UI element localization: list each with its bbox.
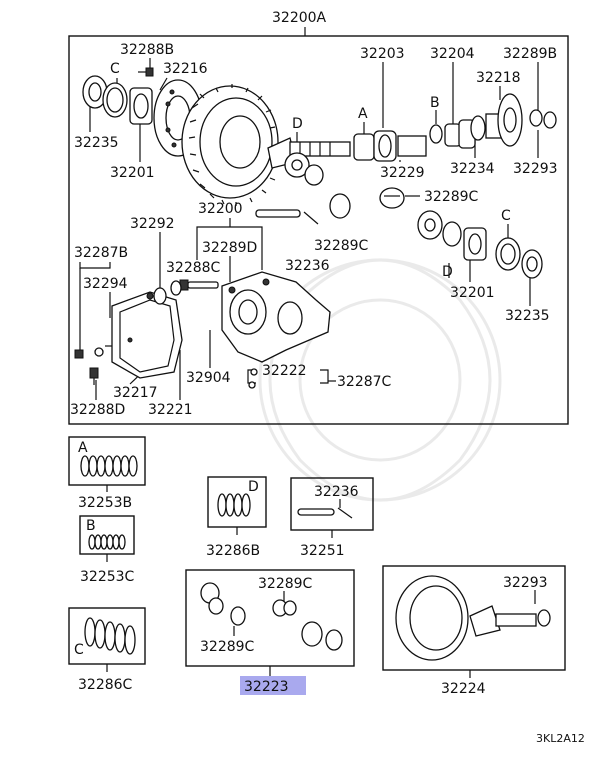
washer-d-right [442, 221, 462, 247]
kit-32286C: C 32286C [68, 607, 146, 693]
kit-32286B: D 32286B [206, 476, 267, 559]
label-32289C-1: 32289C [424, 189, 479, 205]
kit-32251: 32236 32251 [290, 477, 374, 559]
pinion-shaft-32236 [255, 209, 319, 225]
label-32288C: 32288C [166, 260, 221, 276]
main-assembly-box [68, 35, 569, 425]
washer-32294 [94, 347, 104, 357]
label-32235-left: 32235 [74, 135, 119, 151]
label-32229: 32229 [380, 165, 425, 181]
letter-b-top: B [430, 95, 440, 111]
label-32294: 32294 [83, 276, 128, 292]
label-32287B: 32287B [74, 245, 128, 261]
plug-32904 [170, 280, 182, 296]
kit-32223-inner-top: 32289C [258, 576, 313, 592]
kit-32223: 32289C 32289C 32223 [185, 569, 355, 695]
kit-32286C-letter: C [74, 642, 84, 658]
label-32200: 32200 [198, 201, 243, 217]
kit-32224-inner-label: 32293 [503, 575, 548, 591]
label-32287C: 32287C [337, 374, 392, 390]
letter-c-right: C [501, 208, 511, 224]
oil-seal-32234 [470, 115, 486, 141]
kit-32223-highlight [240, 676, 306, 695]
bolt-32288B [138, 67, 154, 77]
label-32288B: 32288B [120, 42, 174, 58]
bearing-32201-left [129, 87, 153, 125]
bearing-32201-right [463, 227, 487, 261]
watermark-emblem [258, 258, 502, 502]
kit-32253B-label: 32253B [78, 495, 132, 511]
bearing-a [353, 130, 397, 162]
kit-32253B-letter: A [78, 440, 88, 456]
label-32289B-top: 32289B [503, 46, 557, 62]
label-32201-right: 32201 [450, 285, 495, 301]
nut-32293 [543, 111, 557, 129]
kit-32253C: B 32253C [79, 515, 135, 585]
letter-a-top: A [358, 106, 368, 122]
label-32292: 32292 [130, 216, 175, 232]
kit-32224-label: 32224 [441, 681, 486, 697]
bolt-32288D [89, 367, 99, 379]
letter-c-left: C [110, 61, 120, 77]
label-32234: 32234 [450, 161, 495, 177]
label-32204: 32204 [430, 46, 475, 62]
bolt-32287B [74, 349, 84, 359]
kit-32253C-label: 32253C [80, 569, 135, 585]
washer-32289B [529, 109, 543, 127]
label-32289D: 32289D [202, 240, 257, 256]
label-32904: 32904 [186, 370, 231, 386]
kit-32253C-letter: B [86, 518, 96, 534]
label-32236-main: 32236 [285, 258, 330, 274]
kit-32286C-label: 32286C [78, 677, 133, 693]
bearing-32204 [444, 119, 476, 149]
bolt-32288C [179, 279, 219, 291]
kit-32223-label: 32223 [244, 679, 289, 695]
letter-d-right: D [442, 264, 453, 280]
side-gear-right [417, 210, 443, 240]
kit-32224: 32293 32224 [382, 565, 566, 697]
pinion-gear-mid [329, 187, 405, 219]
spacer-32229 [397, 135, 427, 157]
label-32201-left: 32201 [110, 165, 155, 181]
label-32288D: 32288D [70, 402, 125, 418]
kit-32253B: A 32253B [68, 436, 146, 511]
label-32221: 32221 [148, 402, 193, 418]
label-32235-right: 32235 [505, 308, 550, 324]
side-gear-d-top [284, 152, 310, 178]
kit-32286B-letter: D [248, 479, 259, 495]
pinion-gear-d2 [304, 164, 324, 186]
kit-32223-inner-bottom: 32289C [200, 639, 255, 655]
cover-32221 [111, 291, 183, 379]
plug-32292 [153, 287, 167, 305]
ring-gear [181, 84, 279, 206]
kit-32251-inner-label: 32236 [314, 484, 359, 500]
label-32222: 32222 [262, 363, 307, 379]
companion-flange-32218 [485, 93, 523, 147]
assembly-label: 32200A [272, 10, 327, 26]
letter-d-top: D [292, 116, 303, 132]
washer-b [429, 124, 443, 144]
breather-32222 [250, 368, 258, 376]
footer-code: 3KL2A12 [536, 732, 585, 745]
label-32293-top: 32293 [513, 161, 558, 177]
label-32203: 32203 [360, 46, 405, 62]
kit-32251-label: 32251 [300, 543, 345, 559]
label-32217: 32217 [113, 385, 158, 401]
carrier-housing-32200 [221, 271, 331, 363]
label-32289C-2: 32289C [314, 238, 369, 254]
kit-32286B-label: 32286B [206, 543, 260, 559]
label-32216: 32216 [163, 61, 208, 77]
label-32218: 32218 [476, 70, 521, 86]
